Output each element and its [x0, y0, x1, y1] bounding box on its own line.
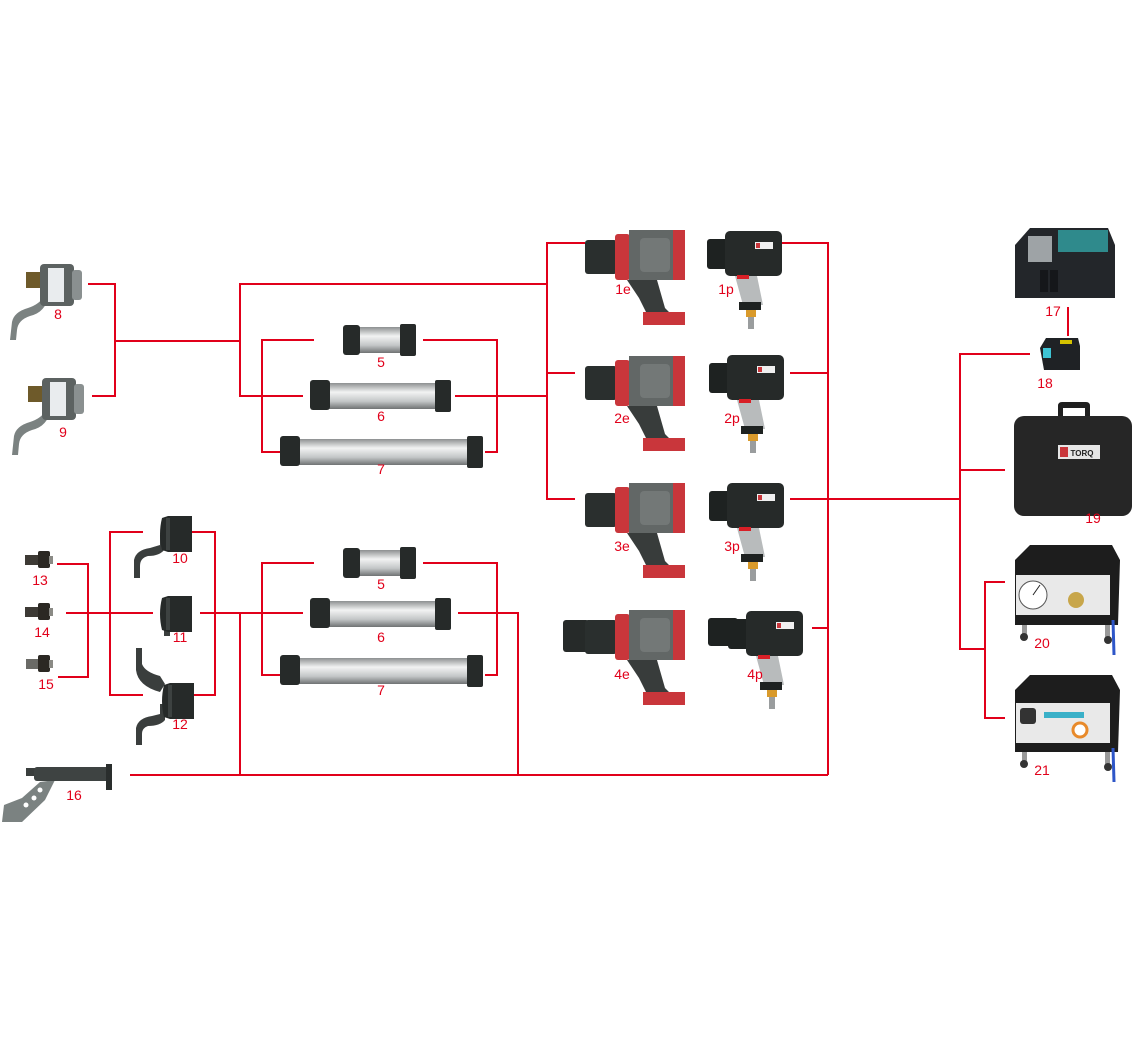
- label-12: 12: [172, 716, 188, 732]
- reaction-unit-9[interactable]: 9: [12, 378, 84, 455]
- pneumatic-tool-4p[interactable]: 4p: [708, 611, 803, 709]
- adapter-15[interactable]: 15: [26, 655, 54, 692]
- label-3p: 3p: [724, 538, 740, 554]
- label-4p: 4p: [747, 666, 763, 682]
- label-19: 19: [1085, 510, 1101, 526]
- electric-tool-3e[interactable]: 3e: [585, 483, 685, 578]
- label-1p: 1p: [718, 281, 734, 297]
- label-5-bottom: 5: [377, 576, 385, 592]
- label-14: 14: [34, 624, 50, 640]
- label-4e: 4e: [614, 666, 630, 682]
- label-16: 16: [66, 787, 82, 803]
- label-21: 21: [1034, 762, 1050, 778]
- carrying-case-19[interactable]: TORQ 19: [1014, 402, 1132, 526]
- label-5-top: 5: [377, 354, 385, 370]
- label-9: 9: [59, 424, 67, 440]
- test-station-20[interactable]: 20: [1015, 545, 1120, 656]
- case-logo: [1058, 445, 1100, 459]
- label-17: 17: [1045, 303, 1061, 319]
- charger-17[interactable]: 17: [1015, 228, 1115, 319]
- reaction-unit-8[interactable]: 8: [10, 264, 82, 340]
- test-station-21[interactable]: 21: [1015, 675, 1120, 783]
- label-1e: 1e: [615, 281, 631, 297]
- label-15: 15: [38, 676, 54, 692]
- electric-tool-4e[interactable]: 4e: [563, 610, 685, 705]
- adapter-14[interactable]: 14: [25, 603, 53, 640]
- pneumatic-tool-3p[interactable]: 3p: [709, 483, 784, 581]
- label-7-bottom: 7: [377, 682, 385, 698]
- label-10: 10: [172, 550, 188, 566]
- adapter-13[interactable]: 13: [25, 551, 53, 588]
- extension-6-bottom[interactable]: 6: [310, 598, 451, 645]
- label-20: 20: [1034, 635, 1050, 651]
- extension-5-top[interactable]: 5: [343, 324, 416, 370]
- connector-lines: [57, 242, 1069, 776]
- label-11: 11: [173, 629, 188, 645]
- label-6-bottom: 6: [377, 629, 385, 645]
- reaction-arm-16[interactable]: 16: [2, 764, 112, 822]
- case-logo-text: TORQ: [1071, 449, 1094, 458]
- label-2p: 2p: [724, 410, 740, 426]
- reaction-11[interactable]: 11: [160, 596, 192, 645]
- extension-5-bottom[interactable]: 5: [343, 547, 416, 592]
- label-3e: 3e: [614, 538, 630, 554]
- label-8: 8: [54, 306, 62, 322]
- label-13: 13: [32, 572, 48, 588]
- label-6-top: 6: [377, 408, 385, 424]
- extension-7-top[interactable]: 7: [280, 436, 483, 477]
- electric-tool-1e[interactable]: 1e: [585, 230, 685, 325]
- extension-7-bottom[interactable]: 7: [280, 655, 483, 698]
- label-7-top: 7: [377, 461, 385, 477]
- electric-tool-2e[interactable]: 2e: [585, 356, 685, 451]
- pneumatic-tool-2p[interactable]: 2p: [709, 355, 784, 453]
- battery-18[interactable]: 18: [1037, 338, 1080, 391]
- extension-6-top[interactable]: 6: [310, 380, 451, 424]
- reaction-10[interactable]: 10: [134, 516, 192, 578]
- pneumatic-tool-1p[interactable]: 1p: [707, 231, 782, 329]
- reaction-12[interactable]: 12: [136, 648, 194, 745]
- label-18: 18: [1037, 375, 1053, 391]
- label-2e: 2e: [614, 410, 630, 426]
